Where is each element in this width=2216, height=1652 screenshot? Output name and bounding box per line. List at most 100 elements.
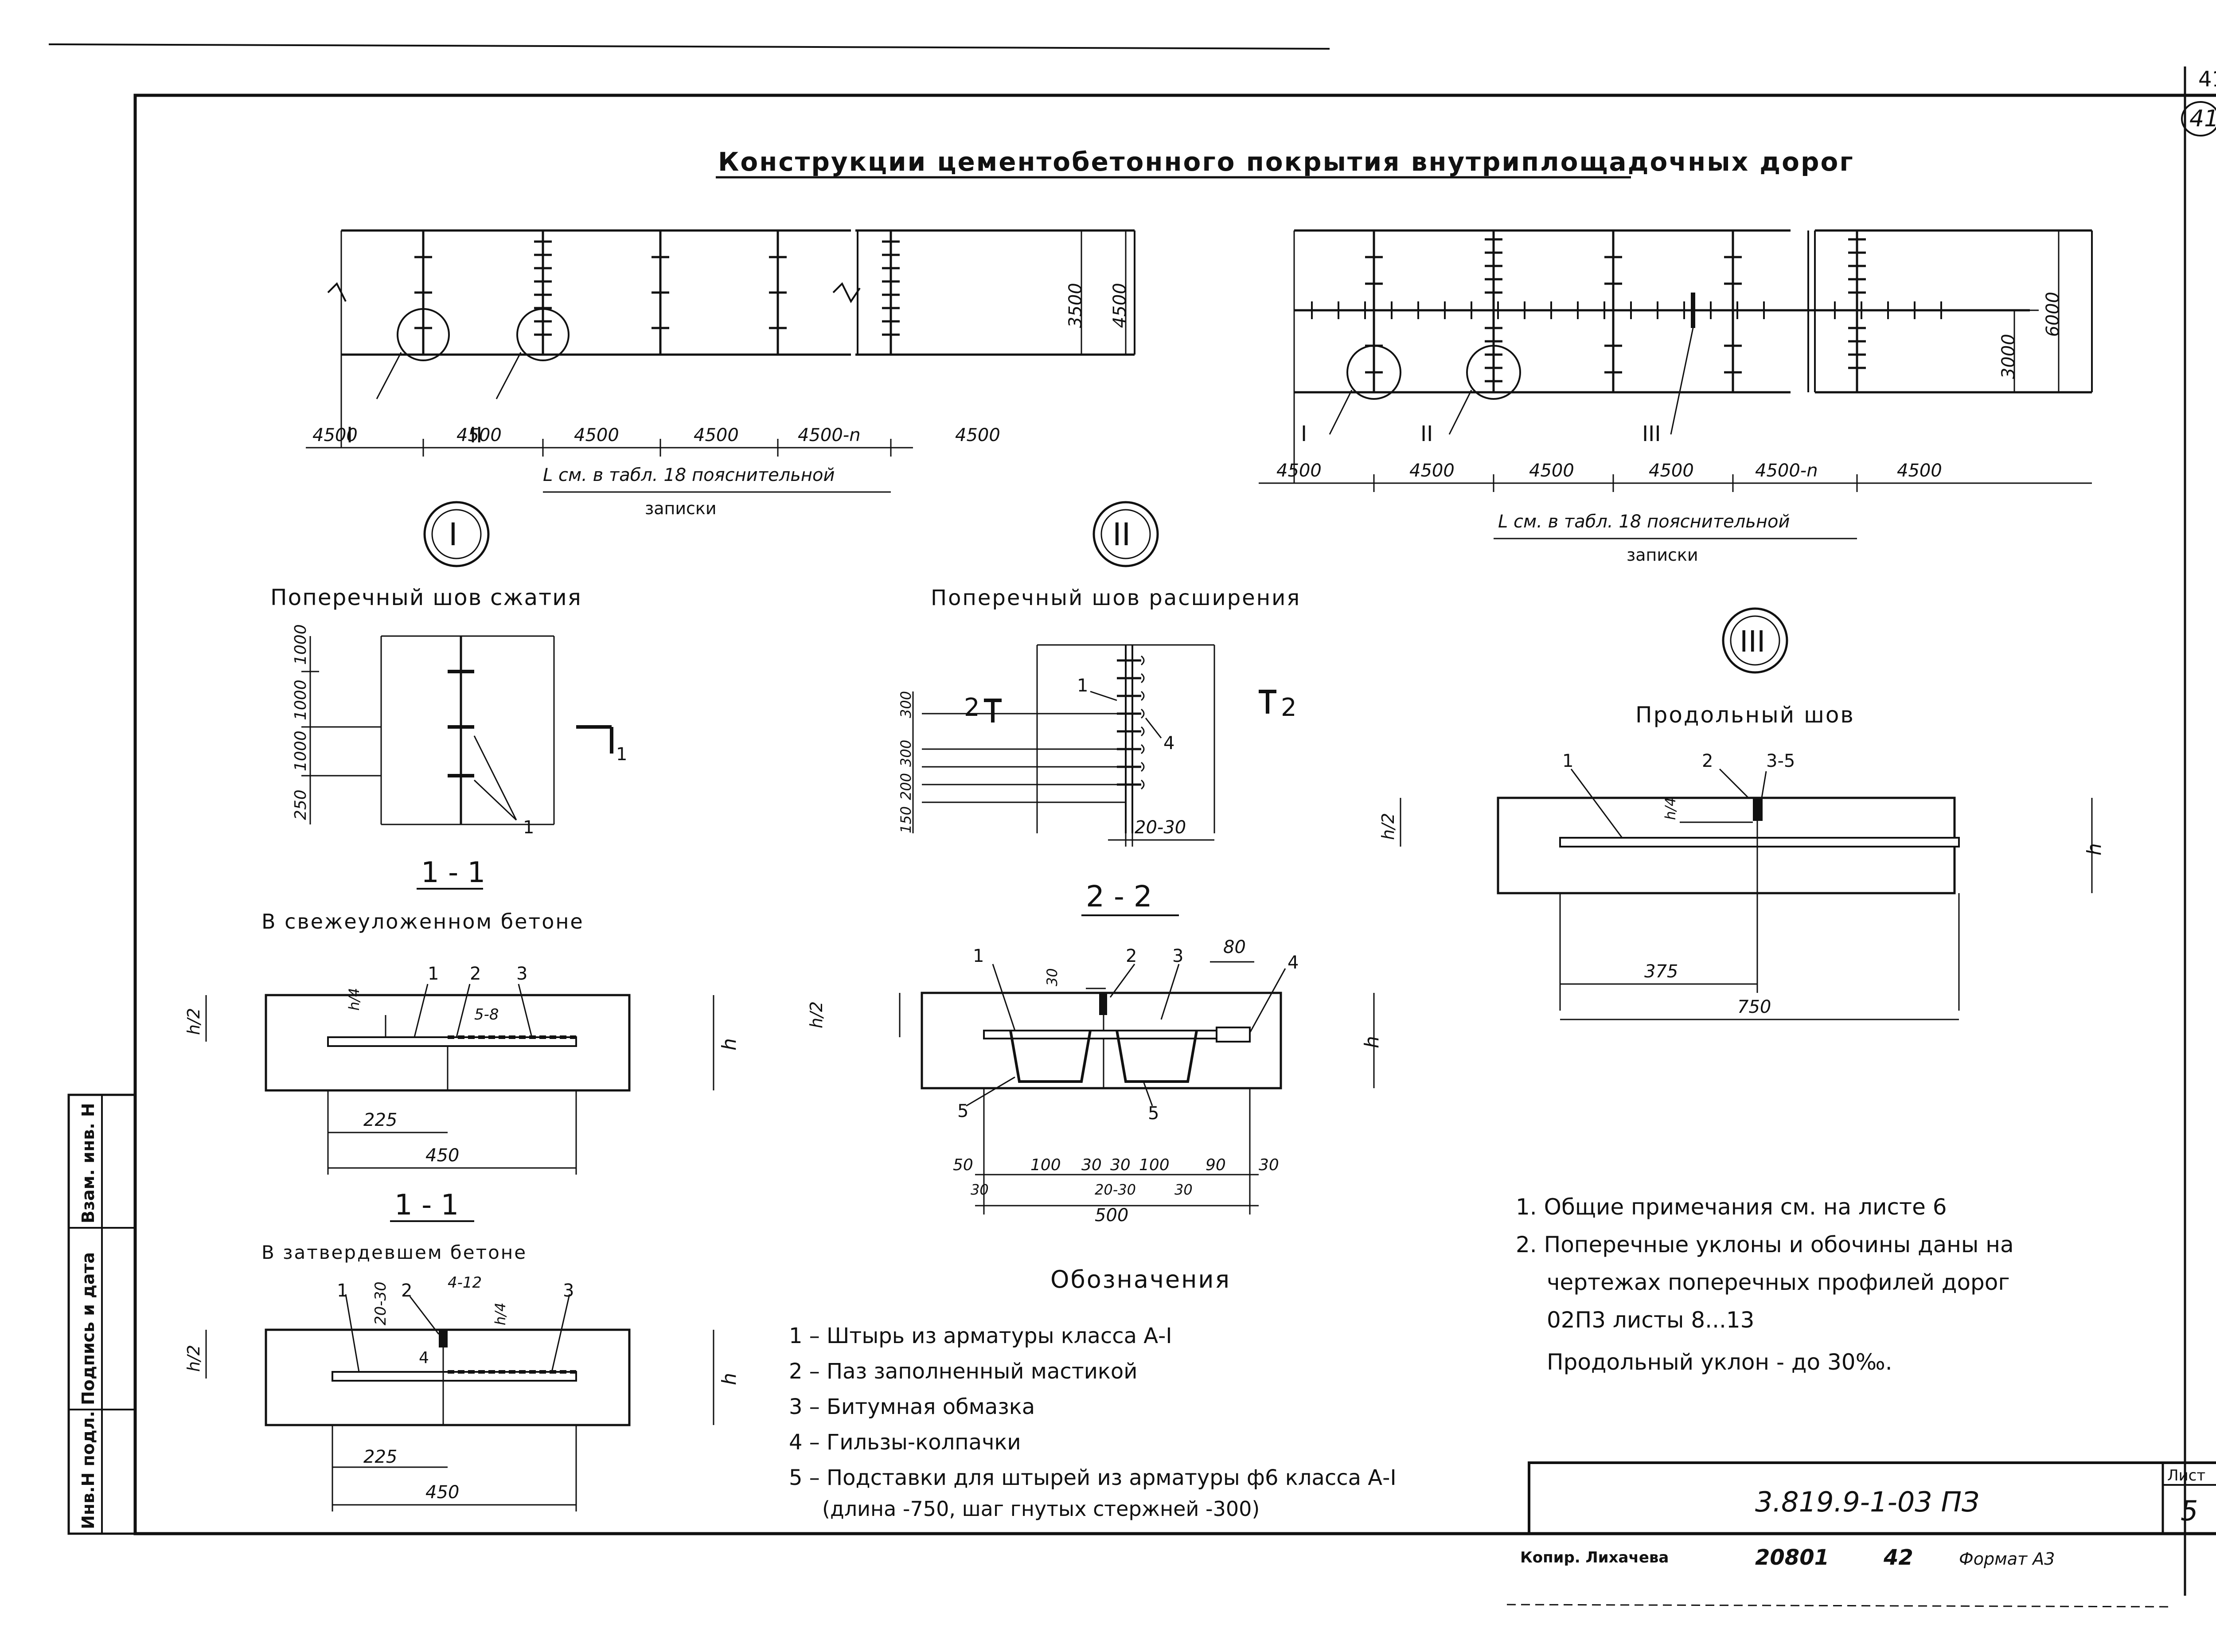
detail2-dim-3: 200 — [897, 773, 914, 800]
note-1: 1. Общие примечания см. на листе 6 — [1516, 1194, 1947, 1220]
note-2: 2. Поперечные уклоны и обочины даны на — [1516, 1232, 2014, 1258]
inv-number: 20801 — [1755, 1545, 1829, 1570]
copier: Копир. Лихачева — [1520, 1549, 1669, 1566]
page-number: 42 — [1883, 1545, 1913, 1570]
sec11a-callout-2: 2 — [470, 964, 481, 984]
plan1-height-4500: 4500 — [1110, 283, 1130, 328]
plan1-note-1: L см. в табл. 18 пояснительной — [543, 465, 835, 485]
plan2-dim-2: 4500 — [1409, 461, 1455, 481]
sec11a-gap: 5-8 — [474, 1006, 499, 1023]
detail1-dim-3: 1000 — [292, 730, 310, 771]
detail3-marker-circle — [1722, 607, 1788, 674]
plan1-dimline — [306, 439, 913, 493]
sec11a-hhalf: h/2 — [184, 1008, 203, 1035]
corner-circle — [2181, 101, 2216, 137]
plan1-dim-2: 4500 — [456, 425, 502, 445]
sec22-callout-2: 2 — [1126, 946, 1137, 966]
sec11b-hhalf: h/2 — [184, 1345, 203, 1372]
detail1-roman: I — [449, 516, 458, 553]
plan2-dim-3: 4500 — [1529, 461, 1574, 481]
sec11a-drawing — [205, 984, 714, 1175]
sec22-drawing — [899, 961, 1375, 1215]
note-5: Продольный уклон - до 30‰. — [1547, 1349, 1892, 1375]
title-block — [1528, 1461, 2216, 1535]
stamp-vzam: Взам. инв. Н — [78, 1103, 98, 1223]
sec11a-subtitle: В свежеуложенном бетоне — [261, 910, 584, 933]
plan1-marker-II: II — [470, 423, 482, 448]
plan1-note-2: записки — [645, 499, 717, 518]
detail3-callout-1: 1 — [1562, 751, 1573, 771]
plan2-dim-6: 4500 — [1897, 461, 1942, 481]
detail1-title: Поперечный шов сжатия — [270, 585, 582, 610]
sec11b-callout-1: 1 — [337, 1281, 348, 1301]
sec11b-gap2: 4-12 — [448, 1274, 482, 1292]
plan2-note-2: записки — [1627, 545, 1698, 565]
sheet-code: 3.819.9-1-03 ПЗ — [1755, 1486, 1979, 1518]
detail3-callout-2: 2 — [1702, 751, 1713, 771]
detail2-section-left: 2 — [964, 693, 980, 722]
detail3-drawing — [1400, 768, 2093, 1020]
detail3-hfrac: h/4 — [1662, 797, 1679, 820]
sec11b-dim450: 450 — [425, 1482, 459, 1503]
sec22-dim-4: 30 — [1110, 1156, 1131, 1174]
plan1-dim-1: 4500 — [312, 425, 358, 445]
legend-item-1: 1 – Штырь из арматуры класса А-I — [789, 1324, 1172, 1348]
detail3-roman: III — [1740, 625, 1765, 659]
detail3-callout-3: 3-5 — [1766, 751, 1795, 771]
sec22-lower-2: 20-30 — [1095, 1181, 1136, 1198]
sec22-callout-5b: 5 — [1148, 1103, 1159, 1124]
sec11b-hfrac: h/4 — [492, 1303, 509, 1325]
sec22-dim-6: 90 — [1206, 1156, 1226, 1174]
plan1-dim-6: 4500 — [955, 425, 1000, 445]
sec11b-h: h — [718, 1373, 741, 1385]
sec22-callout-3: 3 — [1172, 946, 1183, 966]
detail1-marker-circle — [423, 501, 490, 567]
sec11a-title: 1 - 1 — [421, 856, 485, 889]
side-stamp: Инв.Н подл. Подпись и дата Взам. инв. Н — [67, 1094, 137, 1535]
plan1-height-3500: 3500 — [1065, 283, 1086, 328]
sec22-callout-1: 1 — [973, 946, 984, 966]
detail1-dim-2: 1000 — [292, 680, 310, 720]
format: Формат А3 — [1959, 1549, 2055, 1569]
plan2-note-1: L см. в табл. 18 пояснительной — [1498, 512, 1790, 532]
sec22-dim-3: 30 — [1081, 1156, 1102, 1174]
plan2-dimline — [1259, 474, 2092, 539]
plan2-marker-III: III — [1642, 422, 1661, 446]
detail3-h: h — [2083, 843, 2106, 855]
plan2-marker-II: II — [1420, 422, 1433, 446]
plan1-dim-5: 4500-n — [798, 425, 861, 445]
corner-circled-number: 41 — [2189, 105, 2216, 132]
detail1-callout-1: 1 — [523, 817, 534, 838]
sec22-dim500: 500 — [1095, 1205, 1128, 1226]
detail2-callout-4: 4 — [1163, 733, 1174, 754]
plan-1 — [327, 229, 1135, 448]
sec22-hhalf: h/2 — [807, 1001, 826, 1028]
sec11b-gap1: 20-30 — [372, 1281, 390, 1325]
plan2-marker-I: I — [1301, 422, 1307, 446]
legend-item-3: 3 – Битумная обмазка — [789, 1394, 1035, 1419]
plan2-dim-4: 4500 — [1649, 461, 1694, 481]
plan2-height-6000: 6000 — [2043, 292, 2063, 337]
sec11b-callout-3: 3 — [563, 1281, 574, 1301]
detail1-section-mark: 1 — [616, 744, 627, 765]
sec22-dim-5: 100 — [1139, 1156, 1170, 1174]
detail2-dim-2: 300 — [897, 740, 914, 767]
sec22-callout-4: 4 — [1287, 953, 1299, 973]
sec11b-mark4: 4 — [419, 1349, 429, 1367]
plan2-height-3000: 3000 — [1998, 334, 2019, 379]
detail3-dim375: 375 — [1644, 961, 1678, 982]
sec22-h: h — [1361, 1036, 1383, 1048]
sec11b-drawing — [205, 1294, 714, 1511]
sec11b-callout-2: 2 — [401, 1281, 412, 1301]
sec11b-subtitle: В затвердевшем бетоне — [261, 1242, 527, 1263]
plan1-dim-4: 4500 — [694, 425, 739, 445]
sec22-dim-2: 100 — [1030, 1156, 1061, 1174]
sec11a-hfrac: h/4 — [346, 988, 363, 1011]
detail3-dim750: 750 — [1737, 997, 1771, 1017]
detail1-dim-1: 1000 — [292, 624, 310, 665]
sec11a-h: h — [718, 1038, 741, 1051]
sec22-dim-1: 50 — [953, 1156, 973, 1174]
sec11a-callout-1: 1 — [428, 964, 439, 984]
detail2-dim-4: 150 — [897, 806, 914, 833]
